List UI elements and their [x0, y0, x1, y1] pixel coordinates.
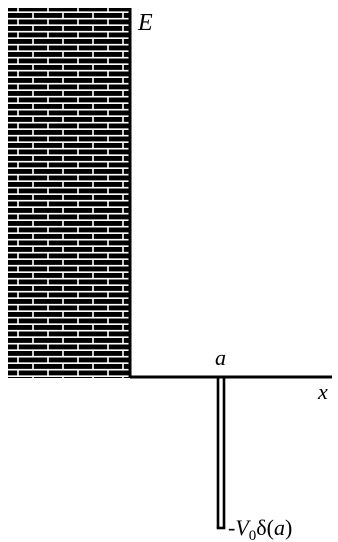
well-position-label: a [215, 345, 226, 370]
brick-wall [8, 8, 130, 378]
position-axis-label: x [317, 379, 328, 404]
delta-well [216, 377, 226, 530]
delta-potential-label: -V0δ(a) [228, 515, 292, 542]
energy-axis-label: E [137, 10, 153, 36]
